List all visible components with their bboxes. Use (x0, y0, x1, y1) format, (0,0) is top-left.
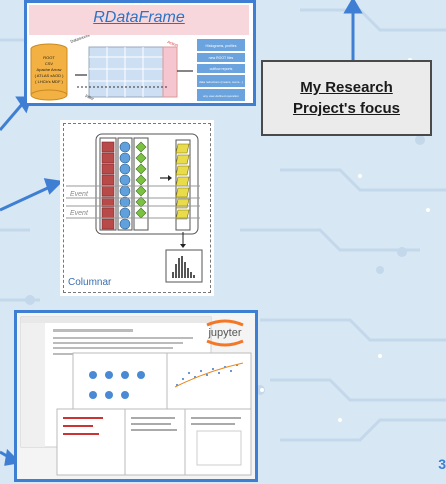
output-1: new ROOT files (209, 56, 234, 60)
jupyter-screenshot-panel: jupyter (14, 310, 258, 482)
output-4: any user-defined operation (203, 94, 239, 98)
columnar-label: Columnar (68, 277, 112, 288)
source-label-4: ( LHCb's MDF ) (35, 79, 63, 84)
columnar-panel: Event Event Columnar (60, 120, 214, 296)
source-label-2: Apache Arrow (37, 67, 62, 72)
research-focus-box: My Research Project's focus (261, 60, 432, 136)
focus-line-2: Project's focus (293, 100, 400, 117)
columnar-diagram: Event Event (66, 133, 203, 283)
jupyter-screenshot-image (17, 313, 255, 479)
action-label: Action (167, 39, 179, 48)
source-label-0: ROOT (43, 55, 55, 60)
page-number: 3 (438, 456, 446, 472)
filter-label: Filter (85, 93, 96, 101)
source-label-3: ( ATLAS xAOD ) (35, 73, 64, 78)
jupyter-logo: jupyter (201, 317, 249, 347)
rdataframe-panel: RDataFrame ROOT CSV Apache Arrow ( ATLAS… (24, 0, 256, 106)
rdataframe-title: RDataFrame (93, 9, 185, 26)
output-2: cutflow reports (210, 67, 233, 71)
source-label-1: CSV (45, 61, 54, 66)
datasource-label: Datasource (70, 35, 92, 44)
output-3: data reductions (means, sums...) (199, 80, 243, 84)
jupyter-logo-text: jupyter (207, 327, 241, 339)
columnar-dashed-frame (63, 123, 211, 293)
output-0: Histograms, profiles (206, 44, 237, 48)
rdataframe-diagram: ROOT CSV Apache Arrow ( ATLAS xAOD ) ( L… (30, 35, 245, 101)
event-label-1: Event (70, 210, 89, 217)
event-label-0: Event (70, 191, 89, 198)
focus-line-1: My Research (300, 79, 393, 96)
rdataframe-title-bar: RDataFrame (29, 5, 249, 35)
